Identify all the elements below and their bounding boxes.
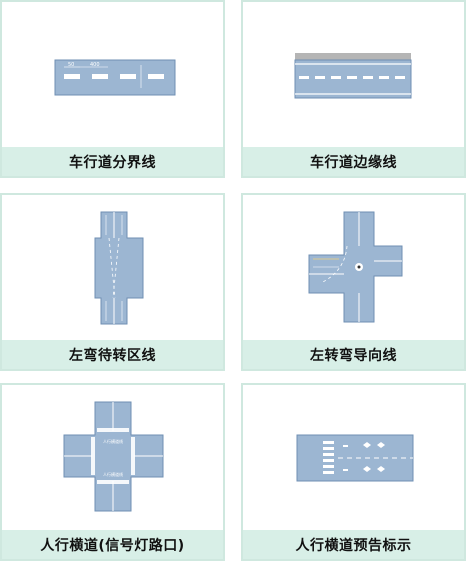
left-turn-guide-diagram[interactable] — [243, 195, 464, 340]
card-caption: 左转弯导向线 — [243, 340, 464, 369]
card-left-turn-guide-line[interactable]: 左转弯导向线 — [241, 193, 466, 371]
card-left-turn-waiting-zone[interactable]: 左弯待转区线 — [0, 193, 225, 371]
lane-divider-diagram[interactable]: 50 400 — [2, 2, 223, 147]
crosswalk-intersection-diagram[interactable]: 人行横道线 人行横道线 — [2, 385, 223, 530]
card-crosswalk-signal-intersection[interactable]: 人行横道线 人行横道线 人行横道(信号灯路口) — [0, 383, 225, 561]
edge-line-diagram[interactable] — [243, 2, 464, 147]
card-caption: 人行横道(信号灯路口) — [2, 530, 223, 559]
card-caption: 左弯待转区线 — [2, 340, 223, 369]
dim-label-a: 50 — [68, 62, 74, 68]
crossing-label-bottom: 人行横道线 — [103, 471, 123, 477]
card-caption: 车行道分界线 — [2, 147, 223, 176]
card-caption: 人行横道预告标示 — [243, 530, 464, 559]
left-turn-waiting-diagram[interactable] — [2, 195, 223, 340]
dim-label-b: 400 — [90, 62, 100, 68]
card-caption: 车行道边缘线 — [243, 147, 464, 176]
card-edge-line[interactable]: 车行道边缘线 — [241, 0, 466, 178]
card-lane-divider-line[interactable]: 50 400 车行道分界线 — [0, 0, 225, 178]
card-crosswalk-warning-marking[interactable]: 人行横道预告标示 — [241, 383, 466, 561]
crosswalk-warning-diagram[interactable] — [243, 385, 464, 530]
crossing-label-top: 人行横道线 — [103, 438, 123, 444]
